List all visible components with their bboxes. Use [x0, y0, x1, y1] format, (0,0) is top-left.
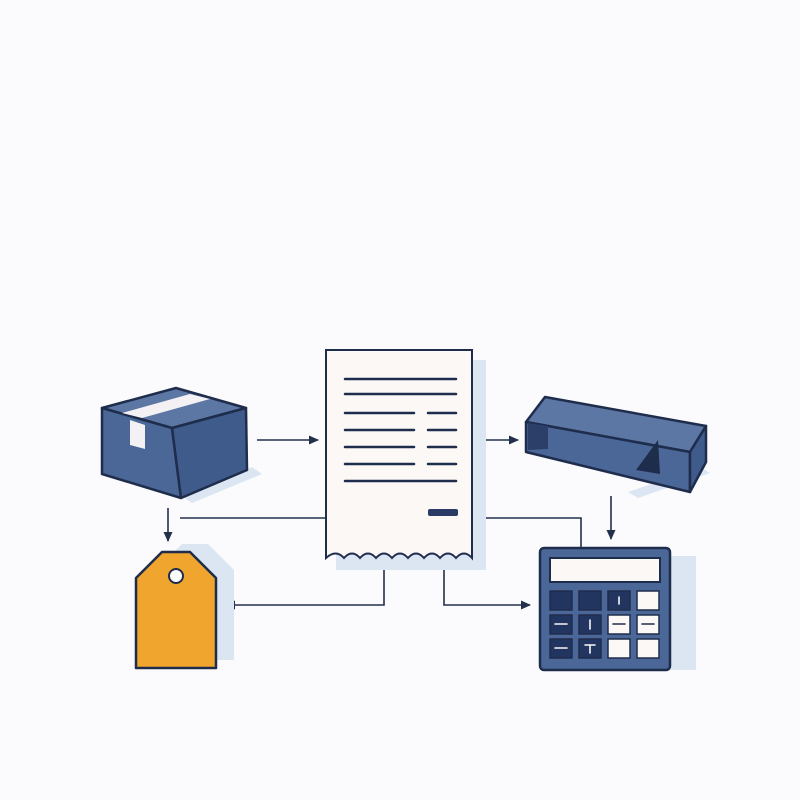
arrow-receipt-to-tag: [225, 560, 385, 610]
calculator-keys: [549, 590, 660, 659]
connector-receipt-right: [475, 517, 582, 553]
price-tag-icon: [134, 544, 234, 670]
box-icon: [100, 386, 262, 503]
calculator-key-symbols: [554, 596, 655, 654]
calculator-icon: [538, 546, 696, 672]
receipt-icon: [325, 349, 486, 570]
connectors: [163, 435, 616, 610]
tag-hole: [168, 568, 184, 584]
receipt-total-bar: [428, 509, 458, 516]
arrow-receipt-to-calculator: [443, 560, 531, 610]
calculator-display: [549, 557, 661, 583]
open-box-icon: [524, 395, 710, 498]
